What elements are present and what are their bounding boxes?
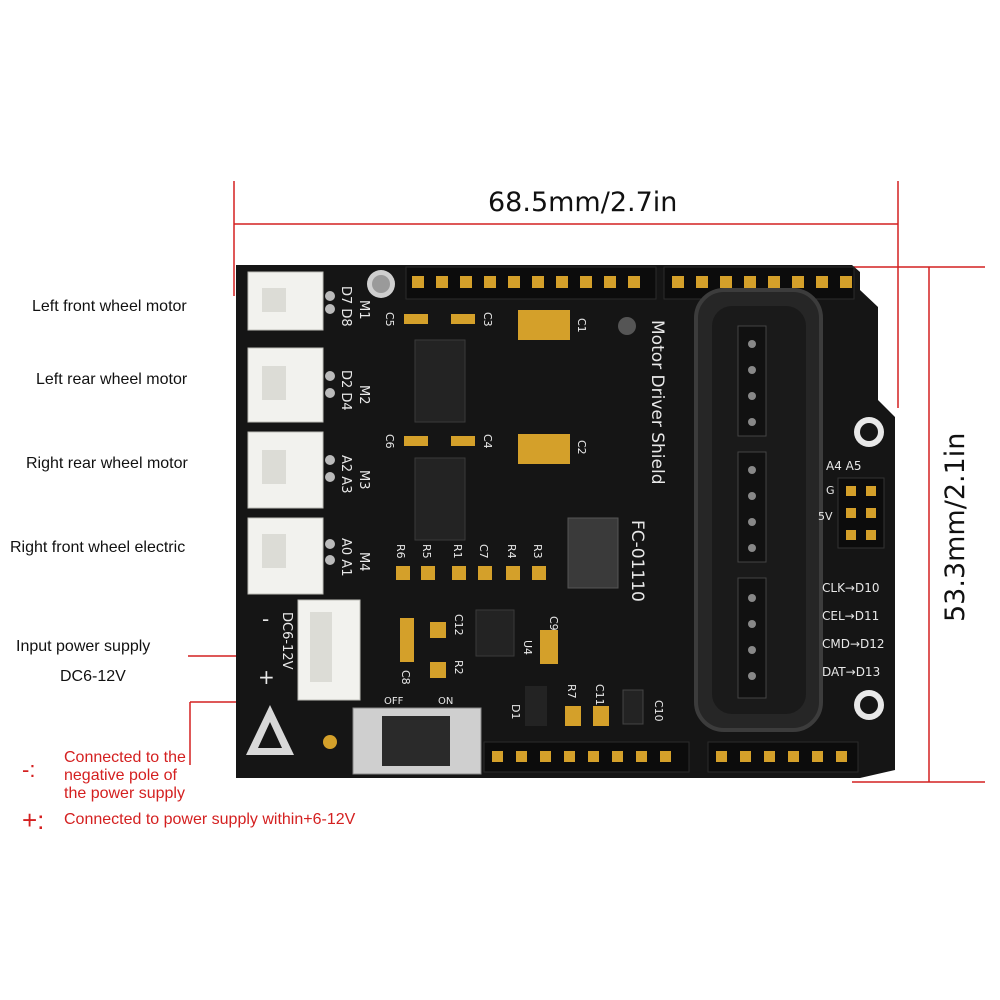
- motor-label-m3: M3: [356, 470, 371, 490]
- pin-5v: 5V: [818, 510, 833, 523]
- motor-pins-m1: D7 D8: [338, 286, 353, 327]
- legend-minus-text-2: negative pole of: [64, 767, 177, 784]
- power-label: DC6-12V: [279, 612, 294, 670]
- pin-clk: CLK→D10: [822, 581, 880, 595]
- motor-connectors: [247, 271, 335, 595]
- motor-label-m2: M2: [356, 385, 371, 405]
- right-pin-header: [837, 477, 885, 549]
- top-header: [405, 266, 855, 300]
- power-connector: [297, 599, 361, 701]
- cap-c4: C4: [481, 434, 494, 449]
- motor-pins-m4: A0 A1: [338, 538, 353, 576]
- part-c12: C12: [452, 614, 465, 636]
- board-title: Motor Driver Shield: [647, 320, 667, 485]
- legend-plus-text: Connected to power supply within+6-12V: [64, 811, 356, 828]
- pin-cmd: CMD→D12: [822, 637, 885, 651]
- label-right-rear-motor: Right rear wheel motor: [26, 455, 188, 472]
- cap-c3: C3: [481, 312, 494, 327]
- res-r1: R1: [451, 544, 464, 559]
- cap-c2: C2: [575, 440, 588, 455]
- width-dimension-label: 68.5mm/2.7in: [488, 187, 678, 218]
- cap-c6: C6: [383, 434, 396, 449]
- legend-minus-symbol: -:: [22, 757, 36, 782]
- part-c10: C10: [652, 700, 665, 722]
- switch-off-label: OFF: [384, 696, 404, 707]
- label-input-voltage: DC6-12V: [60, 668, 126, 685]
- switch-on-label: ON: [438, 696, 453, 707]
- res-r5: R5: [420, 544, 433, 559]
- part-c8: C8: [399, 670, 412, 685]
- legend-plus-symbol: +:: [22, 805, 45, 835]
- cap-c1: C1: [575, 318, 588, 333]
- part-c9: C9: [547, 616, 560, 631]
- power-switch: [352, 707, 482, 775]
- power-minus-sign: -: [262, 607, 269, 631]
- legend-minus-text-1: Connected to the: [64, 749, 186, 766]
- driver-chips: [414, 339, 644, 726]
- label-left-front-motor: Left front wheel motor: [32, 298, 187, 315]
- part-r2: R2: [452, 660, 465, 675]
- power-plus-sign: +: [258, 665, 275, 689]
- cap-c5: C5: [383, 312, 396, 327]
- motor-pins-m2: D2 D4: [338, 370, 353, 411]
- label-input-power: Input power supply: [16, 638, 151, 655]
- board-model: FC-01110: [627, 520, 647, 602]
- part-d1: D1: [509, 704, 522, 719]
- motor-label-m1: M1: [356, 300, 371, 320]
- res-r6: R6: [394, 544, 407, 559]
- part-u4: U4: [521, 640, 534, 655]
- part-r7: R7: [565, 684, 578, 699]
- tantalum-capacitors: [518, 310, 570, 464]
- motor-pins-m3: A2 A3: [338, 455, 353, 493]
- label-right-front-motor: Right front wheel electric: [10, 539, 186, 556]
- part-c11: C11: [593, 684, 606, 706]
- bottom-header: [483, 741, 859, 773]
- mounting-holes: [323, 270, 884, 749]
- res-r3: R3: [531, 544, 544, 559]
- legend-minus-text-3: the power supply: [64, 785, 185, 802]
- smd-components: [396, 314, 609, 726]
- pin-g: G: [826, 484, 835, 497]
- ps2-socket: [694, 288, 823, 732]
- pin-cel: CEL→D11: [822, 609, 879, 623]
- esd-warning-icon: [246, 705, 294, 755]
- pin-a4-a5: A4 A5: [826, 459, 862, 473]
- res-r4: R4: [505, 544, 518, 559]
- label-left-rear-motor: Left rear wheel motor: [36, 371, 188, 388]
- motor-label-m4: M4: [356, 552, 371, 572]
- res-c7: C7: [477, 544, 490, 559]
- pin-dat: DAT→D13: [822, 665, 880, 679]
